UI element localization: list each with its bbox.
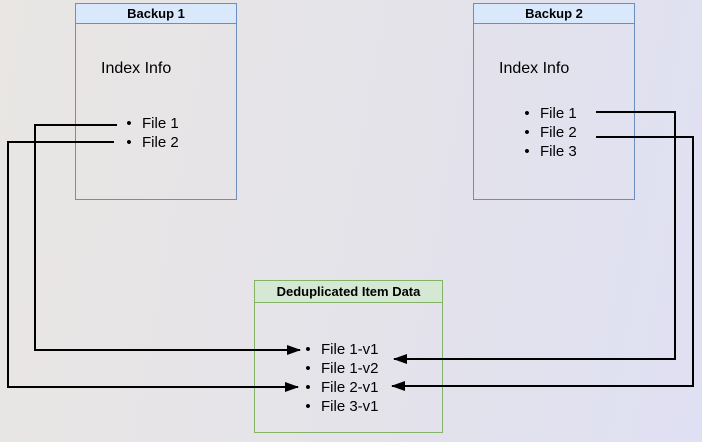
list-item: • File 3 [520, 142, 577, 161]
list-item: • File 1 [122, 114, 179, 133]
file-label: File 3 [540, 143, 577, 160]
bullet-icon: • [305, 360, 311, 377]
dedup-box: Deduplicated Item Data • File 1-v1 • Fil… [254, 280, 443, 433]
bullet-icon: • [524, 143, 530, 160]
list-item: • File 3-v1 [301, 397, 379, 416]
bullet-icon: • [305, 398, 311, 415]
list-item: • File 2-v1 [301, 378, 379, 397]
list-item: • File 2 [122, 133, 179, 152]
file-label: File 2 [540, 124, 577, 141]
backup1-box: Backup 1 Index Info • File 1 • File 2 [75, 3, 237, 200]
dedup-file-list: • File 1-v1 • File 1-v2 • File 2-v1 • Fi… [301, 340, 379, 416]
bullet-icon: • [126, 115, 132, 132]
file-label: File 1 [142, 115, 179, 132]
bullet-icon: • [524, 105, 530, 122]
backup1-index-info-label: Index Info [101, 60, 172, 77]
file-version-label: File 2-v1 [321, 379, 379, 396]
list-item: • File 1-v2 [301, 359, 379, 378]
bullet-icon: • [305, 341, 311, 358]
backup1-file-list: • File 1 • File 2 [122, 114, 179, 152]
list-item: • File 2 [520, 123, 577, 142]
list-item: • File 1 [520, 104, 577, 123]
backup2-index-info-label: Index Info [499, 60, 570, 77]
bullet-icon: • [126, 134, 132, 151]
backup2-title: Backup 2 [474, 4, 634, 24]
file-version-label: File 1-v2 [321, 360, 379, 377]
backup2-file-list: • File 1 • File 2 • File 3 [520, 104, 577, 161]
bullet-icon: • [524, 124, 530, 141]
list-item: • File 1-v1 [301, 340, 379, 359]
bullet-icon: • [305, 379, 311, 396]
file-label: File 2 [142, 134, 179, 151]
backup1-title: Backup 1 [76, 4, 236, 24]
file-version-label: File 3-v1 [321, 398, 379, 415]
dedup-title: Deduplicated Item Data [255, 281, 442, 303]
file-label: File 1 [540, 105, 577, 122]
backup2-box: Backup 2 Index Info • File 1 • File 2 • … [473, 3, 635, 200]
file-version-label: File 1-v1 [321, 341, 379, 358]
